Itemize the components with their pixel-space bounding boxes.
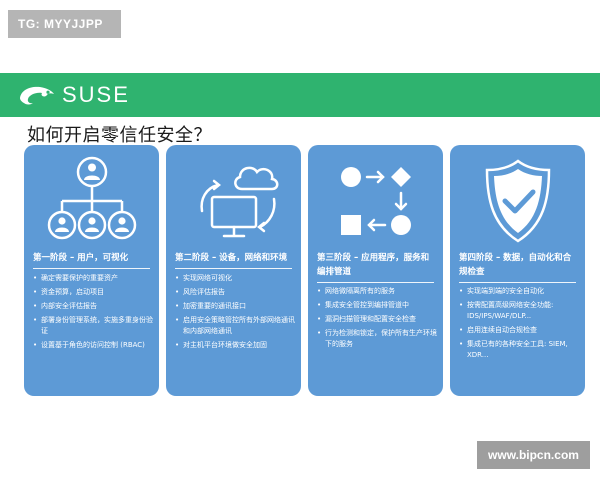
list-item: 按需配置高级网络安全功能: IDS/IPS/WAF/DLP...	[459, 300, 581, 322]
list-item: 集成已有的各种安全工具: SIEM, XDR...	[459, 339, 581, 361]
list-item: 对主机平台环境做安全加固	[175, 340, 297, 351]
brand-name: SUSE	[62, 82, 130, 107]
phase-card-4: 第四阶段 – 数据，自动化和合规检查 实现端到端的安全自动化 按需配置高级网络安…	[450, 145, 585, 396]
phase-title: 第二阶段 – 设备，网络和环境	[175, 253, 288, 263]
phase-title: 第四阶段 – 数据，自动化和合规检查	[459, 253, 572, 277]
page-title: 如何开启零信任安全？	[27, 125, 212, 146]
list-item: 漏洞扫描管理和配置安全检查	[317, 314, 439, 325]
phase-card-2: 第二阶段 – 设备，网络和环境 实现网络可视化 风险评估报告 加密重要的通讯接口…	[166, 145, 301, 396]
list-item: 风险评估报告	[175, 287, 297, 298]
list-item: 实现端到端的安全自动化	[459, 286, 581, 297]
phase-title: 第一阶段 – 用户，可视化	[33, 253, 129, 263]
list-item: 内部安全评估报告	[33, 301, 155, 312]
suse-logo: SUSE	[18, 81, 130, 109]
divider	[459, 282, 576, 283]
list-item: 集成安全管控到编排管道中	[317, 300, 439, 311]
list-item: 部署身份管理系统，实施多重身份验证	[33, 315, 155, 337]
shield-check-icon	[485, 159, 550, 243]
list-item: 资金预算，启动项目	[33, 287, 155, 298]
process-flow-icon	[340, 167, 411, 235]
phase-title: 第三阶段 – 应用程序，服务和编排管道	[317, 253, 430, 277]
phase-card-3: 第三阶段 – 应用程序，服务和编排管道 网络微隔离所有的服务 集成安全管控到编排…	[308, 145, 443, 396]
cloud-monitor-sync-icon	[199, 166, 278, 238]
source-tag: TG: MYYJJPP	[8, 10, 121, 38]
list-item: 加密重要的通讯接口	[175, 301, 297, 312]
phase-card-1: 第一阶段 – 用户，可视化 确定需要保护的重要资产 资金预算，启动项目 内部安全…	[24, 145, 159, 396]
phase-items: 实现网络可视化 风险评估报告 加密重要的通讯接口 启用安全策略管控所有外部网络通…	[175, 273, 297, 354]
divider	[317, 282, 434, 283]
suse-banner: SUSE	[0, 73, 600, 117]
divider	[175, 268, 292, 269]
phase-items: 确定需要保护的重要资产 资金预算，启动项目 内部安全评估报告 部署身份管理系统，…	[33, 273, 155, 354]
divider	[33, 268, 150, 269]
list-item: 确定需要保护的重要资产	[33, 273, 155, 284]
list-item: 启用安全策略管控所有外部网络通讯和内部网络通讯	[175, 315, 297, 337]
chameleon-icon	[20, 86, 54, 105]
org-users-icon	[47, 156, 136, 240]
phase-items: 实现端到端的安全自动化 按需配置高级网络安全功能: IDS/IPS/WAF/DL…	[459, 286, 581, 364]
source-watermark: www.bipcn.com	[477, 441, 590, 469]
phase-items: 网络微隔离所有的服务 集成安全管控到编排管道中 漏洞扫描管理和配置安全检查 行为…	[317, 286, 439, 353]
list-item: 设置基于角色的访问控制 (RBAC)	[33, 340, 155, 351]
list-item: 网络微隔离所有的服务	[317, 286, 439, 297]
list-item: 实现网络可视化	[175, 273, 297, 284]
list-item: 行为检测和锁定，保护所有生产环境下的服务	[317, 328, 439, 350]
list-item: 启用连续自动合规检查	[459, 325, 581, 336]
